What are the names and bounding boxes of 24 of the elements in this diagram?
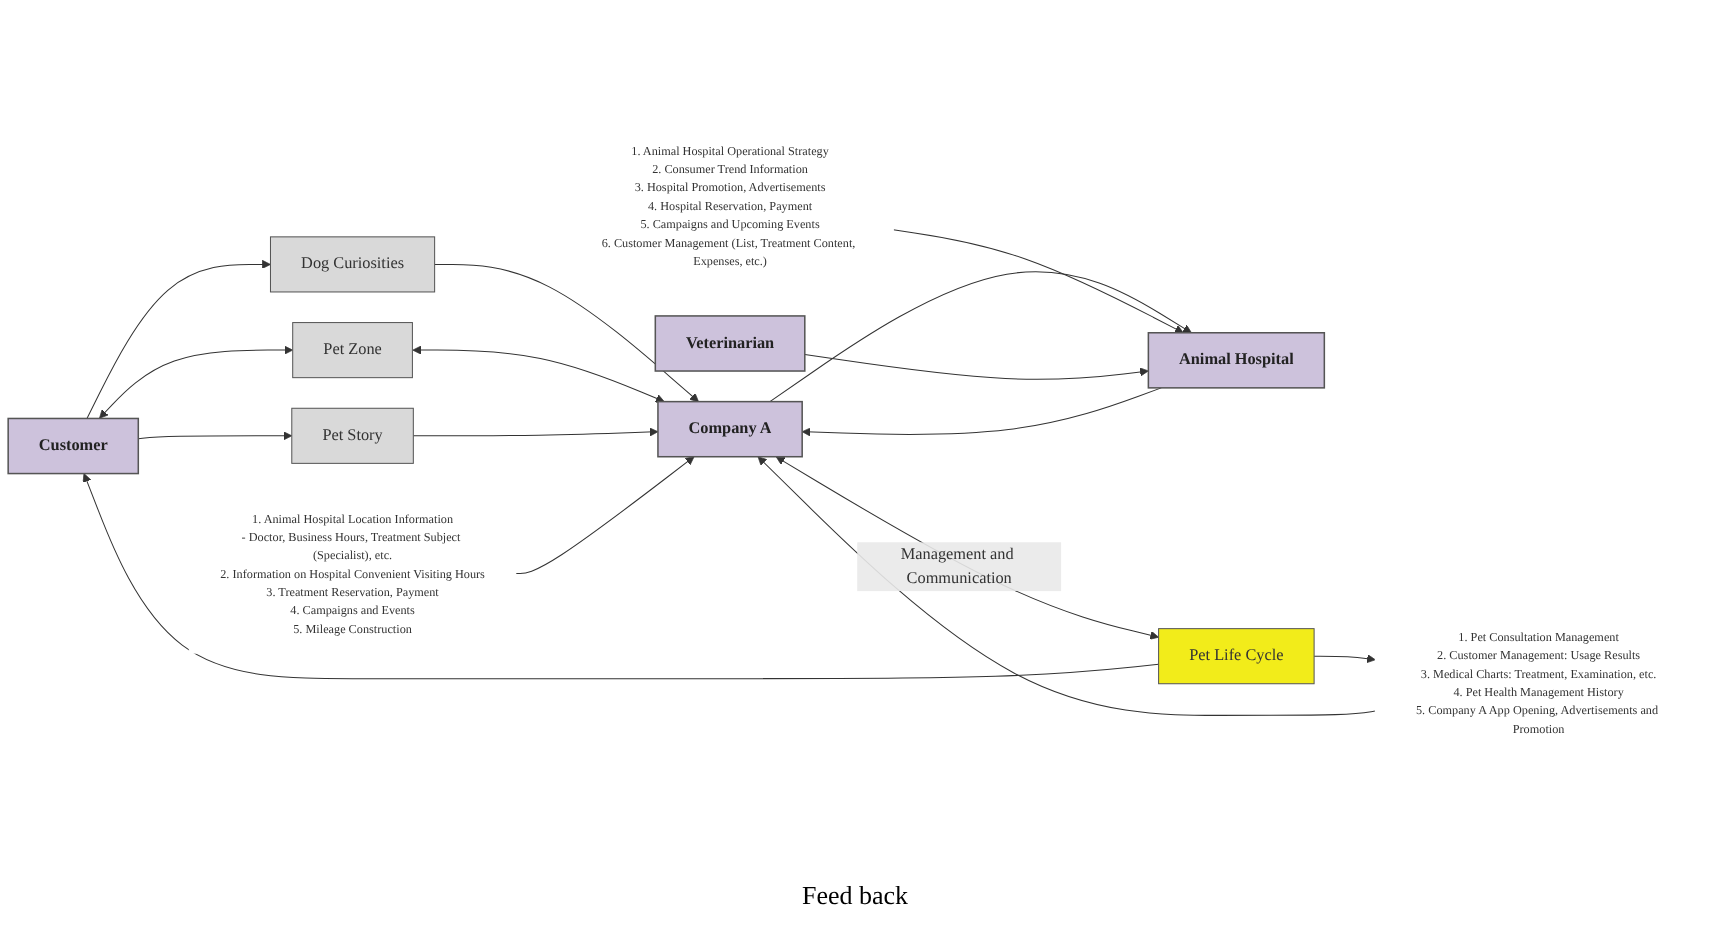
node-box <box>269 236 436 293</box>
node-box <box>1147 332 1326 389</box>
arrow <box>804 354 1149 381</box>
arrow <box>892 229 1184 334</box>
arrow <box>412 345 665 403</box>
arrow <box>769 271 1192 403</box>
node-box <box>657 401 803 458</box>
arrow <box>99 345 294 419</box>
arrow <box>86 260 271 420</box>
node-box <box>292 322 413 379</box>
arrow <box>412 427 659 437</box>
arrow <box>775 456 1159 640</box>
arrow <box>1313 654 1376 664</box>
arrow <box>434 264 699 403</box>
arrow <box>515 456 695 575</box>
arrow <box>82 473 1160 680</box>
node-box <box>291 408 414 465</box>
arrow <box>137 431 293 441</box>
arrow <box>801 387 1162 437</box>
node-box <box>654 315 806 373</box>
node-box <box>1158 628 1315 685</box>
node-box <box>7 418 140 475</box>
arrow <box>757 456 1376 717</box>
note-text: Feed back <box>801 880 909 912</box>
